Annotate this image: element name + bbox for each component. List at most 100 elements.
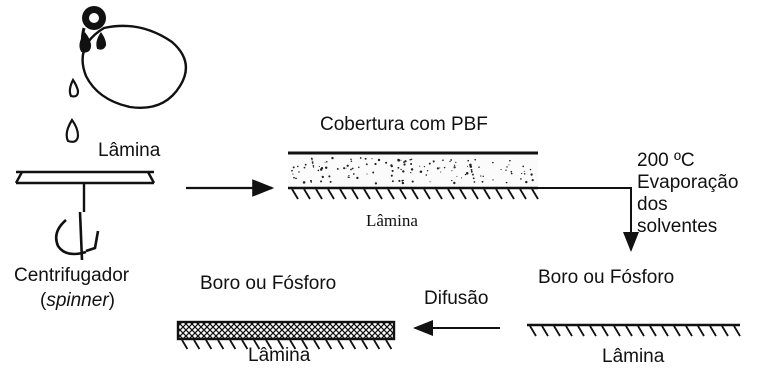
coating-particle: [329, 180, 332, 183]
pbf-coated-wafer: [288, 151, 539, 200]
hatch-mark: [529, 325, 537, 337]
coating-particle: [480, 175, 482, 177]
coating-particle: [302, 181, 306, 184]
hatch-mark: [637, 325, 645, 337]
rotation-arrow-icon: [54, 211, 100, 261]
doped-wafer-right: [527, 323, 741, 337]
coating-particle: [531, 179, 534, 182]
spinner-note: (spinner): [40, 291, 115, 310]
coating-particle: [453, 164, 456, 166]
coating-particle: [331, 156, 334, 160]
coating-particle: [443, 166, 446, 169]
coating-particle: [409, 158, 411, 161]
hatch-mark: [447, 188, 455, 200]
spinner-chuck-icon: [14, 170, 156, 212]
hatch-mark: [327, 188, 335, 200]
hatch-mark: [339, 188, 347, 200]
hatch-mark: [253, 339, 261, 350]
diffused-layer: [176, 320, 396, 341]
coating-particle: [390, 164, 393, 168]
coating-particle: [410, 172, 412, 174]
spinner-label: Centrifugador: [14, 265, 130, 286]
wafer-hatching: [181, 339, 393, 350]
hatch-mark: [181, 339, 189, 350]
coating-particle: [317, 169, 320, 172]
coating-particle: [419, 165, 421, 167]
hatch-mark: [373, 339, 381, 350]
hatch-mark: [553, 325, 561, 337]
hatch-mark: [519, 188, 527, 200]
hatch-mark: [685, 325, 693, 337]
coating-particle: [471, 173, 474, 176]
coating-particle: [377, 158, 381, 162]
coating-particle: [356, 176, 359, 180]
hatch-mark: [361, 339, 369, 350]
hatch-mark: [301, 339, 309, 350]
evaporation-line-3: dos: [637, 194, 668, 215]
coating-particle: [425, 174, 428, 176]
coating-particle: [481, 180, 484, 183]
hatch-mark: [399, 188, 407, 200]
hatch-mark: [363, 188, 371, 200]
coating-particle: [510, 172, 513, 175]
coating-particle: [520, 178, 522, 180]
coating-particles: [291, 156, 534, 185]
coating-particle: [469, 165, 473, 169]
coating-particle: [410, 158, 413, 161]
hatch-mark: [613, 325, 621, 337]
coating-particle: [453, 166, 456, 169]
coating-particle: [450, 159, 452, 161]
wafer-hatching: [529, 325, 741, 337]
coating-particle: [359, 157, 362, 159]
hatch-mark: [495, 188, 503, 200]
coating-particle: [523, 173, 526, 175]
coating-particle: [469, 163, 472, 167]
coating-particle: [397, 158, 400, 162]
spinner-note-open: (: [40, 290, 47, 311]
coating-particle: [470, 170, 473, 173]
hatch-mark: [733, 325, 741, 337]
coating-particle: [291, 169, 293, 172]
hatch-mark: [313, 339, 321, 350]
coating-particle: [292, 173, 294, 175]
coating-particle: [303, 166, 306, 169]
spinner-note-close: ): [108, 290, 115, 311]
hatch-mark: [411, 188, 419, 200]
coating-particle: [295, 177, 297, 180]
diffusion-label: Difusão: [424, 288, 489, 309]
coating-particle: [351, 167, 354, 170]
hatch-mark: [325, 339, 333, 350]
hatch-mark: [541, 325, 549, 337]
coating-particle: [347, 176, 350, 178]
hatch-mark: [265, 339, 273, 350]
hatch-mark: [217, 339, 225, 350]
droplets-icon: [65, 31, 107, 143]
hatch-mark: [589, 325, 597, 337]
coating-particle: [465, 172, 469, 175]
coating-particle: [320, 180, 323, 183]
hatch-mark: [625, 325, 633, 337]
coating-particle: [358, 166, 360, 168]
coating-particle: [506, 166, 508, 168]
hatch-mark: [507, 188, 515, 200]
hatch-mark: [349, 339, 357, 350]
coating-particle: [461, 177, 463, 179]
coating-particle: [350, 168, 352, 171]
coating-particle: [478, 166, 480, 168]
coating-particle: [429, 181, 431, 183]
coating-particle: [312, 162, 314, 165]
coating-particle: [293, 176, 295, 179]
wafer-label-right: Lâmina: [602, 346, 665, 367]
coating-particle: [419, 170, 423, 173]
coating-particle: [350, 158, 352, 161]
wafer-hatching: [291, 188, 539, 200]
coating-particle: [522, 165, 525, 168]
coating-particle: [352, 173, 355, 175]
coating-particle: [449, 160, 451, 163]
wafer-label-spinner: Lâmina: [98, 140, 161, 161]
coating-particle: [390, 174, 393, 177]
coating-particle: [310, 179, 312, 182]
diffused-wafer-left: [176, 320, 396, 350]
